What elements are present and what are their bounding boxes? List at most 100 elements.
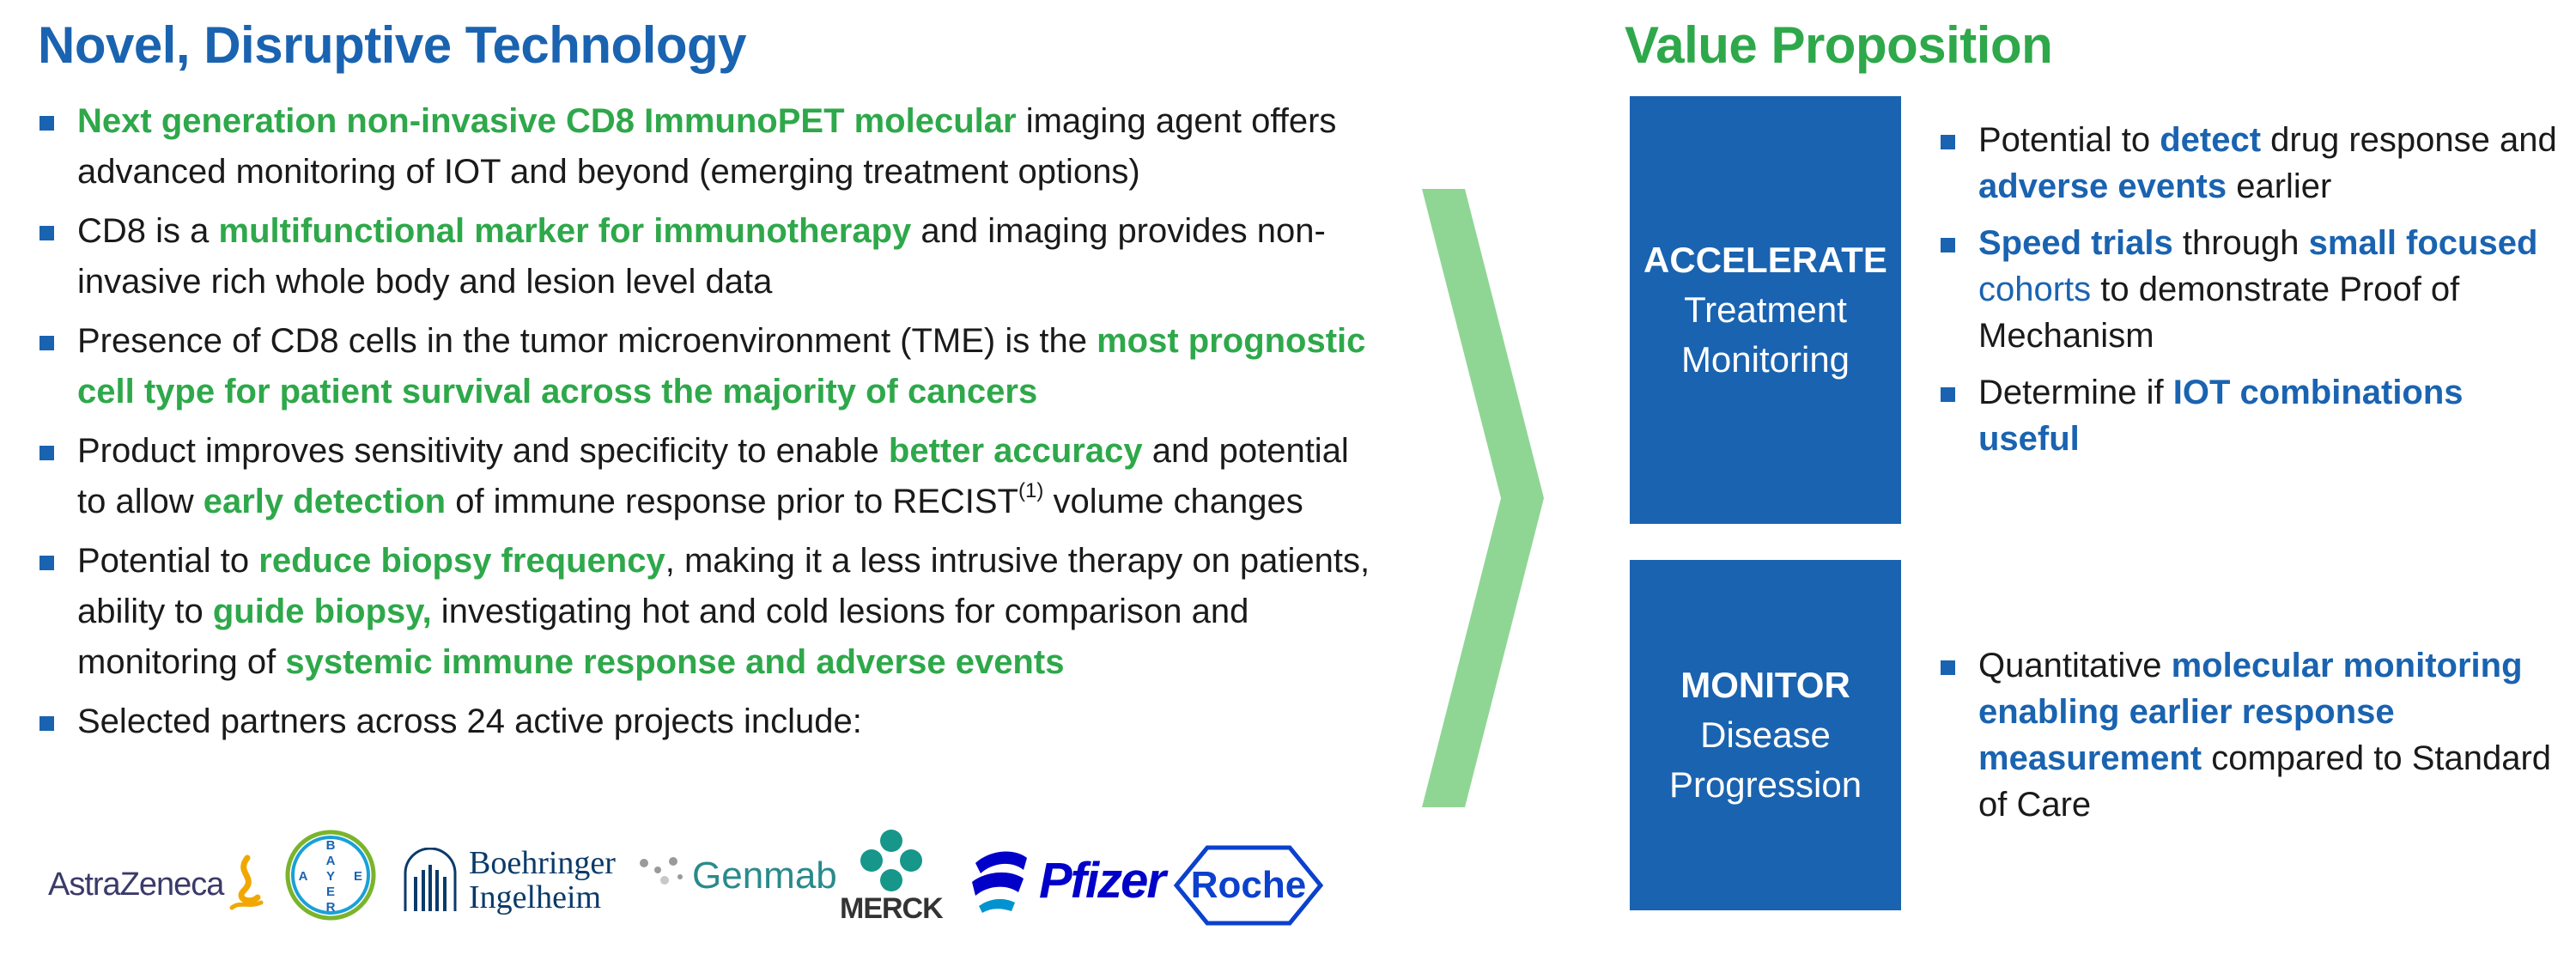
bullet-text: Determine if	[1978, 374, 2173, 411]
bullet-item: Product improves sensitivity and specifi…	[38, 426, 1377, 527]
bullet-item: Presence of CD8 cells in the tumor micro…	[38, 316, 1377, 417]
bayer-letter: B	[326, 838, 336, 853]
bullet-text: of immune response prior to RECIST	[446, 483, 1018, 520]
highlighted-text: molecular monitoring enabling earlier re…	[1978, 647, 2523, 777]
accelerate-line2: Monitoring	[1680, 339, 1850, 380]
pfizer-wordmark: Pfizer	[1039, 852, 1166, 909]
bullet-text: to demonstrate Proof of Mechanism	[1978, 271, 2460, 355]
highlighted-text: small focused	[2308, 224, 2538, 262]
boehringer-wordmark: Boehringer Ingelheim	[469, 846, 616, 915]
bullet-item: Next generation non-invasive CD8 ImmunoP…	[38, 96, 1377, 198]
merck-wordmark: MERCK	[840, 892, 944, 925]
bullet-text: volume changes	[1043, 483, 1303, 520]
highlighted-text: early detection	[203, 483, 447, 520]
bayer-letter: E	[326, 885, 335, 899]
bullet-text: compared to Standard of Care	[1978, 739, 2552, 824]
bayer-letter: A	[326, 854, 336, 868]
bullet-square-icon	[39, 446, 54, 460]
highlighted-text: multifunctional marker for immunotherapy	[218, 212, 912, 250]
highlighted-text: Speed trials	[1978, 224, 2173, 262]
bullet-square-icon	[1941, 238, 1955, 252]
bullet-item: Selected partners across 24 active proje…	[38, 696, 1377, 747]
highlighted-text: systemic immune response and adverse eve…	[285, 643, 1065, 681]
bayer-letter: E	[354, 869, 362, 884]
astrazeneca-logo: AstraZeneca	[48, 854, 266, 915]
footnote-marker: (1)	[1018, 478, 1044, 502]
highlighted-text: Next generation non-invasive CD8 ImmunoP…	[77, 102, 1017, 140]
genmab-wordmark: Genmab	[692, 854, 837, 897]
chevron-right-icon	[1422, 189, 1544, 807]
genmab-dots-icon	[640, 857, 683, 885]
technology-bullet-list: Next generation non-invasive CD8 ImmunoP…	[38, 96, 1377, 756]
bayer-cross-icon: B A Y E R A E	[285, 830, 376, 921]
astrazeneca-wordmark: AstraZeneca	[48, 866, 224, 903]
partner-logos-row: AstraZeneca B A Y E R A E Boehrin	[48, 829, 1336, 940]
monitor-box: MONITOR Disease Progression	[1630, 560, 1901, 910]
highlighted-text: most prognostic cell type for patient su…	[77, 322, 1366, 411]
bullet-item: Determine if IOT combinations useful	[1939, 369, 2557, 462]
monitor-line2: Progression	[1668, 764, 1862, 805]
merck-molecule-icon	[860, 830, 922, 891]
accelerate-bullet-list: Potential to detect drug response and ad…	[1939, 117, 2557, 472]
boehringer-ingelheim-logo: Boehringer Ingelheim	[400, 846, 616, 915]
highlighted-text: reduce biopsy frequency	[258, 542, 665, 580]
astrazeneca-swirl-icon	[229, 854, 264, 910]
highlighted-text: adverse events	[1978, 167, 2227, 205]
left-section-title: Novel, Disruptive Technology	[38, 16, 747, 74]
bullet-text: imaging agent offers advanced monitoring…	[77, 102, 1337, 191]
accelerate-box: ACCELERATE Treatment Monitoring	[1630, 96, 1901, 524]
bullet-item: Potential to detect drug response and ad…	[1939, 117, 2557, 210]
roche-logo: Roche	[1173, 844, 1324, 927]
bullet-text: Selected partners across 24 active proje…	[77, 702, 862, 740]
bayer-logo: B A Y E R A E	[284, 829, 377, 921]
bullet-text: Quantitative	[1978, 647, 2172, 684]
bayer-letter: Y	[326, 869, 335, 884]
bullet-square-icon	[1941, 135, 1955, 149]
accelerate-heading: ACCELERATE	[1643, 240, 1887, 280]
monitor-line1: Disease	[1700, 715, 1831, 755]
bullet-square-icon	[39, 716, 54, 731]
bullet-item: Speed trials through small focused cohor…	[1939, 220, 2557, 359]
right-section-title: Value Proposition	[1625, 16, 2053, 74]
bullet-text: Presence of CD8 cells in the tumor micro…	[77, 322, 1097, 360]
bullet-square-icon	[39, 336, 54, 350]
bullet-text: and imaging provides non-invasive rich w…	[77, 212, 1326, 301]
ingelheim-line: Ingelheim	[469, 879, 602, 915]
bullet-text: drug response and	[2261, 121, 2557, 159]
bullet-square-icon	[39, 556, 54, 570]
bullet-text: Product improves sensitivity and specifi…	[77, 432, 889, 470]
roche-hexagon-icon: Roche	[1173, 845, 1324, 926]
pfizer-helix-icon	[972, 851, 1027, 913]
genmab-logo: Genmab	[639, 854, 837, 897]
monitor-bullet-list: Quantitative molecular monitoring enabli…	[1939, 642, 2557, 838]
bullet-text: CD8 is a	[77, 212, 219, 250]
highlighted-text: detect	[2160, 121, 2262, 159]
bullet-square-icon	[1941, 660, 1955, 675]
roche-wordmark: Roche	[1191, 864, 1306, 906]
highlighted-text: guide biopsy,	[212, 593, 432, 630]
bullet-text: and potential to allow	[77, 432, 1349, 520]
bayer-letter: R	[326, 900, 336, 915]
bullet-square-icon	[1941, 387, 1955, 402]
bullet-text: through	[2172, 224, 2309, 262]
highlighted-text: cohorts	[1978, 271, 2092, 308]
bullet-item: CD8 is a multifunctional marker for immu…	[38, 206, 1377, 307]
monitor-heading: MONITOR	[1680, 665, 1850, 705]
bullet-item: Quantitative molecular monitoring enabli…	[1939, 642, 2557, 828]
bullet-text: investigating hot and cold lesions for c…	[77, 593, 1249, 681]
highlighted-text: IOT combinations useful	[1978, 374, 2464, 458]
bullet-square-icon	[39, 116, 54, 131]
bullet-text: Potential to	[1978, 121, 2160, 159]
bullet-item: Potential to reduce biopsy frequency, ma…	[38, 536, 1377, 688]
bullet-text: earlier	[2227, 167, 2332, 205]
boehringer-line: Boehringer	[469, 845, 616, 881]
accelerate-line1: Treatment	[1684, 289, 1847, 330]
bullet-text: Potential to	[77, 542, 259, 580]
boehringer-building-icon	[404, 848, 457, 911]
highlighted-text: better accuracy	[888, 432, 1143, 470]
merck-logo: MERCK	[840, 829, 944, 926]
bayer-letter: A	[299, 869, 308, 884]
bullet-square-icon	[39, 226, 54, 240]
pfizer-logo: Pfizer	[967, 846, 1166, 915]
bullet-text: , making it a less intrusive therapy on …	[77, 542, 1370, 630]
